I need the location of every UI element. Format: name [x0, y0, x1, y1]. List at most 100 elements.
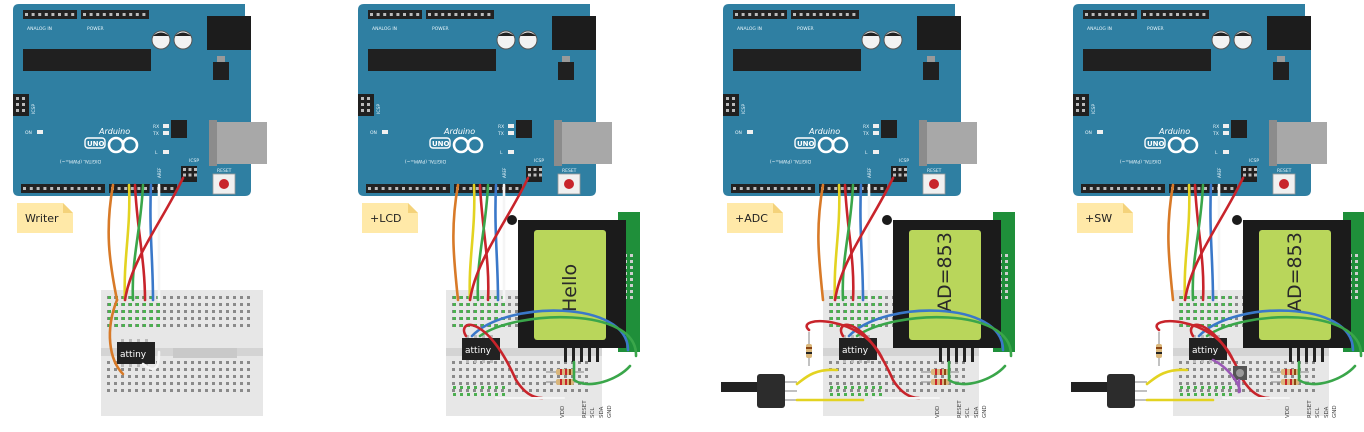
breadboard-hole — [836, 389, 839, 392]
header-pin — [1103, 187, 1107, 190]
rx-led — [508, 124, 514, 128]
breadboard-hole — [170, 310, 173, 313]
chip-body — [117, 342, 155, 364]
breadboard-hole — [240, 310, 243, 313]
header-pin — [1190, 187, 1194, 190]
breadboard-hole — [529, 375, 532, 378]
breadboard-hole-active — [502, 386, 505, 389]
breadboard-hole — [205, 317, 208, 320]
breadboard-hole — [892, 368, 895, 371]
breadboard-hole — [212, 324, 215, 327]
usb-chip — [881, 120, 897, 138]
usb-port-lip — [554, 120, 562, 166]
breadboard-hole — [1270, 368, 1273, 371]
breadboard-hole — [571, 361, 574, 364]
header-pin — [51, 13, 55, 16]
chip-pin — [851, 335, 854, 338]
chip-pin — [490, 335, 493, 338]
breadboard-hole — [508, 296, 511, 299]
breadboard-hole — [1214, 389, 1217, 392]
rx-led — [1223, 124, 1229, 128]
analog-header — [1141, 10, 1209, 19]
lcd-header-pin — [1005, 296, 1008, 299]
breadboard-hole — [247, 361, 250, 364]
icsp2-label: ICSP — [189, 158, 199, 164]
breadboard-hole — [226, 389, 229, 392]
chip-pin — [1217, 360, 1220, 363]
reset-button-cap — [1279, 179, 1289, 189]
breadboard-hole-active — [157, 317, 160, 320]
breadboard-hole — [459, 375, 462, 378]
resistor-band — [565, 369, 567, 375]
breadboard-hole — [212, 317, 215, 320]
breadboard-hole-active — [1194, 303, 1197, 306]
breadboard-hole — [149, 389, 152, 392]
breadboard-hole-active — [136, 317, 139, 320]
header-pin — [760, 187, 764, 190]
capacitor-top — [520, 32, 536, 36]
breadboard-hole — [1228, 382, 1231, 385]
resistor-band — [1290, 379, 1292, 385]
icsp2-label: ICSP — [534, 158, 544, 164]
lcd-pin-label-sda: SDA — [974, 406, 980, 418]
breadboard-hole — [501, 382, 504, 385]
header-pin — [1089, 187, 1093, 190]
jumper-wire — [494, 183, 500, 302]
breadboard-hole — [536, 389, 539, 392]
breadboard-hole-active — [1194, 393, 1197, 396]
breadboard-hole-active — [460, 393, 463, 396]
resistor-band — [940, 379, 942, 385]
breadboard-hole-active — [495, 296, 498, 299]
breadboard-hole — [1228, 368, 1231, 371]
breadboard-hole — [864, 389, 867, 392]
breadboard-hole-active — [872, 310, 875, 313]
header-pin — [854, 187, 857, 190]
breadboard-hole — [1298, 389, 1301, 392]
breadboard-hole — [892, 382, 895, 385]
step-label-note: +ADC — [727, 203, 783, 233]
breadboard-hole-active — [481, 310, 484, 313]
breadboard-hole — [1256, 361, 1259, 364]
breadboard-hole — [191, 296, 194, 299]
breadboard-hole-active — [495, 303, 498, 306]
breadboard-hole — [585, 375, 588, 378]
breadboard-hole — [550, 368, 553, 371]
breadboard-hole-active — [502, 303, 505, 306]
breadboard-hole-active — [1208, 324, 1211, 327]
breadboard-hole — [240, 317, 243, 320]
resistor-band — [944, 379, 946, 385]
breadboard-hole — [1186, 382, 1189, 385]
breadboard-hole-active — [1208, 310, 1211, 313]
header-pin — [746, 187, 750, 190]
chip-label: attiny — [465, 346, 492, 356]
header-pin — [489, 187, 492, 190]
header-pin — [880, 187, 884, 190]
header-pin — [774, 13, 778, 16]
breadboard-hole — [191, 361, 194, 364]
resistor-band — [1156, 347, 1162, 349]
breadboard-hole — [163, 317, 166, 320]
resistor-band — [1156, 352, 1162, 354]
chip-pin — [137, 364, 140, 367]
breadboard-hole-active — [844, 393, 847, 396]
breadboard-hole — [529, 389, 532, 392]
header-pin — [1118, 13, 1121, 16]
breadboard-hole — [550, 375, 553, 378]
breadboard-hole — [1235, 310, 1238, 313]
breadboard-hole — [864, 361, 867, 364]
power-label: POWER — [797, 26, 814, 32]
breadboard-hole — [557, 361, 560, 364]
breadboard-hole — [885, 296, 888, 299]
breadboard-hole-active — [453, 393, 456, 396]
breadboard-hole — [1298, 382, 1301, 385]
breadboard-hole — [962, 368, 965, 371]
chip-pin — [145, 339, 148, 342]
breadboard-hole — [184, 368, 187, 371]
breadboard-hole — [1270, 361, 1273, 364]
breadboard-hole — [142, 382, 145, 385]
breadboard-hole — [198, 310, 201, 313]
breadboard-hole — [163, 296, 166, 299]
breadboard-hole — [515, 310, 518, 313]
header-pin — [389, 13, 393, 16]
breadboard-hole-active — [481, 386, 484, 389]
